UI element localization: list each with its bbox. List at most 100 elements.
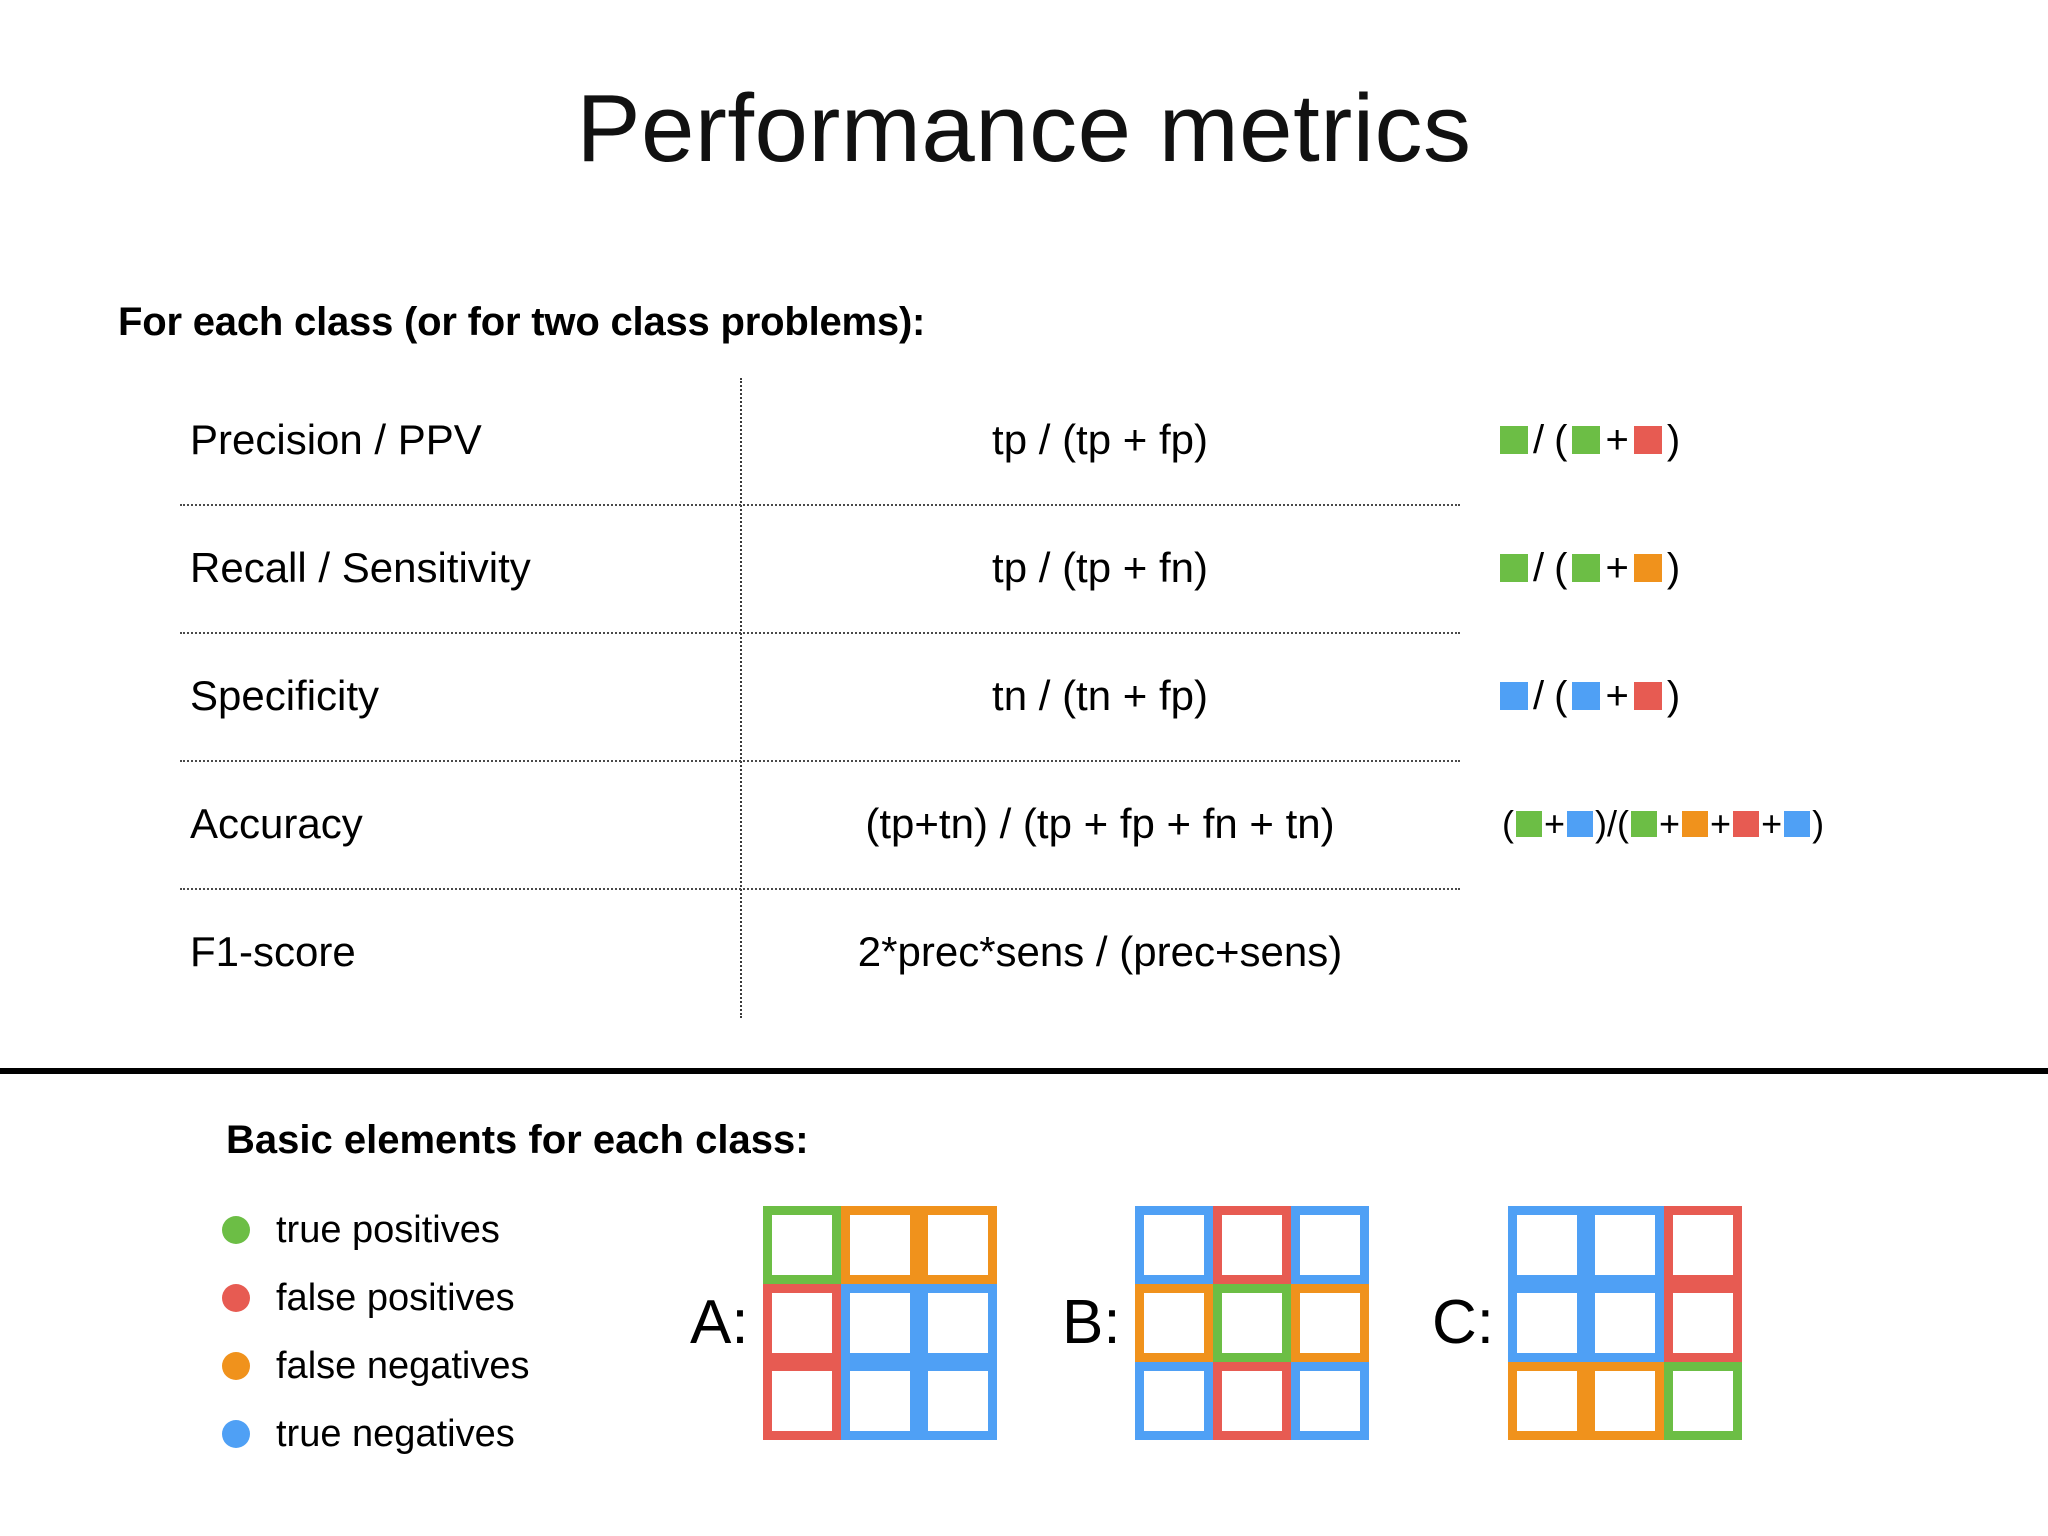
plus-token: + — [1605, 545, 1629, 590]
false-positive-swatch — [1633, 682, 1662, 710]
true-negative-cell — [840, 1362, 919, 1440]
metric-name: Accuracy — [190, 800, 363, 847]
table-row: Precision / PPV tp / (tp + fp) — [180, 376, 1460, 504]
true-negative-cell — [1508, 1206, 1586, 1284]
false-positive-cell — [1212, 1362, 1291, 1440]
false-negative-cell — [1134, 1284, 1213, 1362]
true-negative-swatch — [1784, 811, 1811, 837]
plus-token: + — [1544, 803, 1566, 844]
true-negative-cell — [1134, 1362, 1213, 1440]
close-paren-token: ) — [1666, 417, 1681, 462]
true-positive-swatch — [1500, 426, 1528, 454]
confusion-grid-a — [762, 1206, 997, 1440]
metric-formula: tp / (tp + fp) — [992, 416, 1208, 463]
list-item: true negatives — [222, 1400, 530, 1468]
true-positive-cell — [1212, 1284, 1291, 1362]
true-positive-swatch — [1516, 811, 1542, 837]
open-paren-token: ( — [1502, 803, 1514, 844]
legend-label: true negatives — [276, 1412, 515, 1455]
true-positive-swatch — [1631, 811, 1658, 837]
section-divider — [0, 1068, 2048, 1074]
table-row: F1-score 2*prec*sens / (prec+sens) — [180, 888, 1460, 1016]
true-negative-cell — [918, 1284, 997, 1362]
metric-formula: tn / (tn + fp) — [992, 672, 1208, 719]
confusion-grid-c — [1508, 1206, 1742, 1440]
plus-token: + — [1710, 803, 1732, 844]
false-negative-swatch — [1633, 554, 1662, 582]
false-positive-cell — [1664, 1284, 1742, 1362]
true-negative-swatch — [1567, 811, 1594, 837]
true-negative-cell — [1586, 1284, 1664, 1362]
false-positive-cell — [1212, 1206, 1291, 1284]
confusion-grid-b — [1134, 1206, 1369, 1440]
table-row: Specificity tn / (tn + fp) — [180, 632, 1460, 760]
true-negative-cell — [1290, 1362, 1369, 1440]
metric-visual-f1 — [1500, 888, 2048, 1016]
slash-token: / — [1533, 417, 1545, 462]
lower-section-heading: Basic elements for each class: — [226, 1118, 809, 1162]
false-negative-cell — [1508, 1362, 1586, 1440]
false-positive-dot-icon — [222, 1284, 250, 1312]
open-paren-token: ( — [1554, 545, 1568, 590]
table-row: Recall / Sensitivity tp / (tp + fn) — [180, 504, 1460, 632]
true-positive-swatch — [1500, 554, 1528, 582]
metric-visual-column: / ( + ) / ( + ) / ( + ) — [1500, 376, 2048, 1016]
open-paren-token: ( — [1554, 673, 1568, 718]
false-positive-cell — [1664, 1206, 1742, 1284]
true-negative-swatch — [1572, 682, 1601, 710]
class-a-diagram: A: — [690, 1206, 997, 1440]
slash-token: / — [1533, 673, 1545, 718]
true-positive-cell — [762, 1206, 841, 1284]
metric-name: Precision / PPV — [190, 416, 482, 463]
table-row: Accuracy (tp+tn) / (tp + fp + fn + tn) — [180, 760, 1460, 888]
list-item: false negatives — [222, 1332, 530, 1400]
true-negative-cell — [1290, 1206, 1369, 1284]
false-negative-cell — [1290, 1284, 1369, 1362]
true-negative-cell — [840, 1284, 919, 1362]
true-positive-swatch — [1572, 554, 1601, 582]
false-positive-swatch — [1733, 811, 1760, 837]
true-negative-cell — [1134, 1206, 1213, 1284]
true-positive-swatch — [1572, 426, 1601, 454]
upper-section-heading: For each class (or for two class problem… — [118, 300, 926, 344]
metric-name: Specificity — [190, 672, 380, 719]
legend: true positives false positives false neg… — [222, 1196, 530, 1468]
false-negative-cell — [840, 1206, 919, 1284]
true-negative-cell — [918, 1362, 997, 1440]
plus-token: + — [1605, 417, 1629, 462]
close-paren-token: ) — [1666, 673, 1681, 718]
true-positive-dot-icon — [222, 1216, 250, 1244]
table-vertical-divider — [740, 378, 742, 1018]
page-title: Performance metrics — [576, 75, 1472, 182]
plus-token: + — [1605, 673, 1629, 718]
open-paren-token: ( — [1554, 417, 1568, 462]
metric-formula: tp / (tp + fn) — [992, 544, 1208, 591]
list-item: false positives — [222, 1264, 530, 1332]
plus-token: + — [1659, 803, 1681, 844]
true-negative-swatch — [1500, 682, 1528, 710]
false-positive-cell — [762, 1362, 841, 1440]
close-slash-open-token: )/( — [1595, 803, 1630, 844]
metric-visual-recall: / ( + ) — [1500, 504, 2048, 632]
false-positive-cell — [762, 1284, 841, 1362]
false-negative-cell — [1586, 1362, 1664, 1440]
class-b-diagram: B: — [1062, 1206, 1369, 1440]
grid-label-b: B: — [1062, 1288, 1121, 1357]
grid-label-a: A: — [690, 1288, 749, 1357]
close-paren-token: ) — [1666, 545, 1681, 590]
metric-name: Recall / Sensitivity — [190, 544, 531, 591]
class-c-diagram: C: — [1432, 1206, 1742, 1440]
plus-token: + — [1761, 803, 1783, 844]
slash-token: / — [1533, 545, 1545, 590]
metric-visual-precision: / ( + ) — [1500, 376, 2048, 504]
false-negative-cell — [918, 1206, 997, 1284]
legend-label: false negatives — [276, 1344, 530, 1387]
metric-visual-accuracy: ( + )/( + + + ) — [1500, 760, 2048, 888]
metric-visual-specificity: / ( + ) — [1500, 632, 2048, 760]
list-item: true positives — [222, 1196, 530, 1264]
metric-formula: 2*prec*sens / (prec+sens) — [857, 928, 1343, 975]
false-positive-swatch — [1633, 426, 1662, 454]
true-negative-cell — [1508, 1284, 1586, 1362]
true-positive-cell — [1664, 1362, 1742, 1440]
legend-label: false positives — [276, 1276, 515, 1319]
